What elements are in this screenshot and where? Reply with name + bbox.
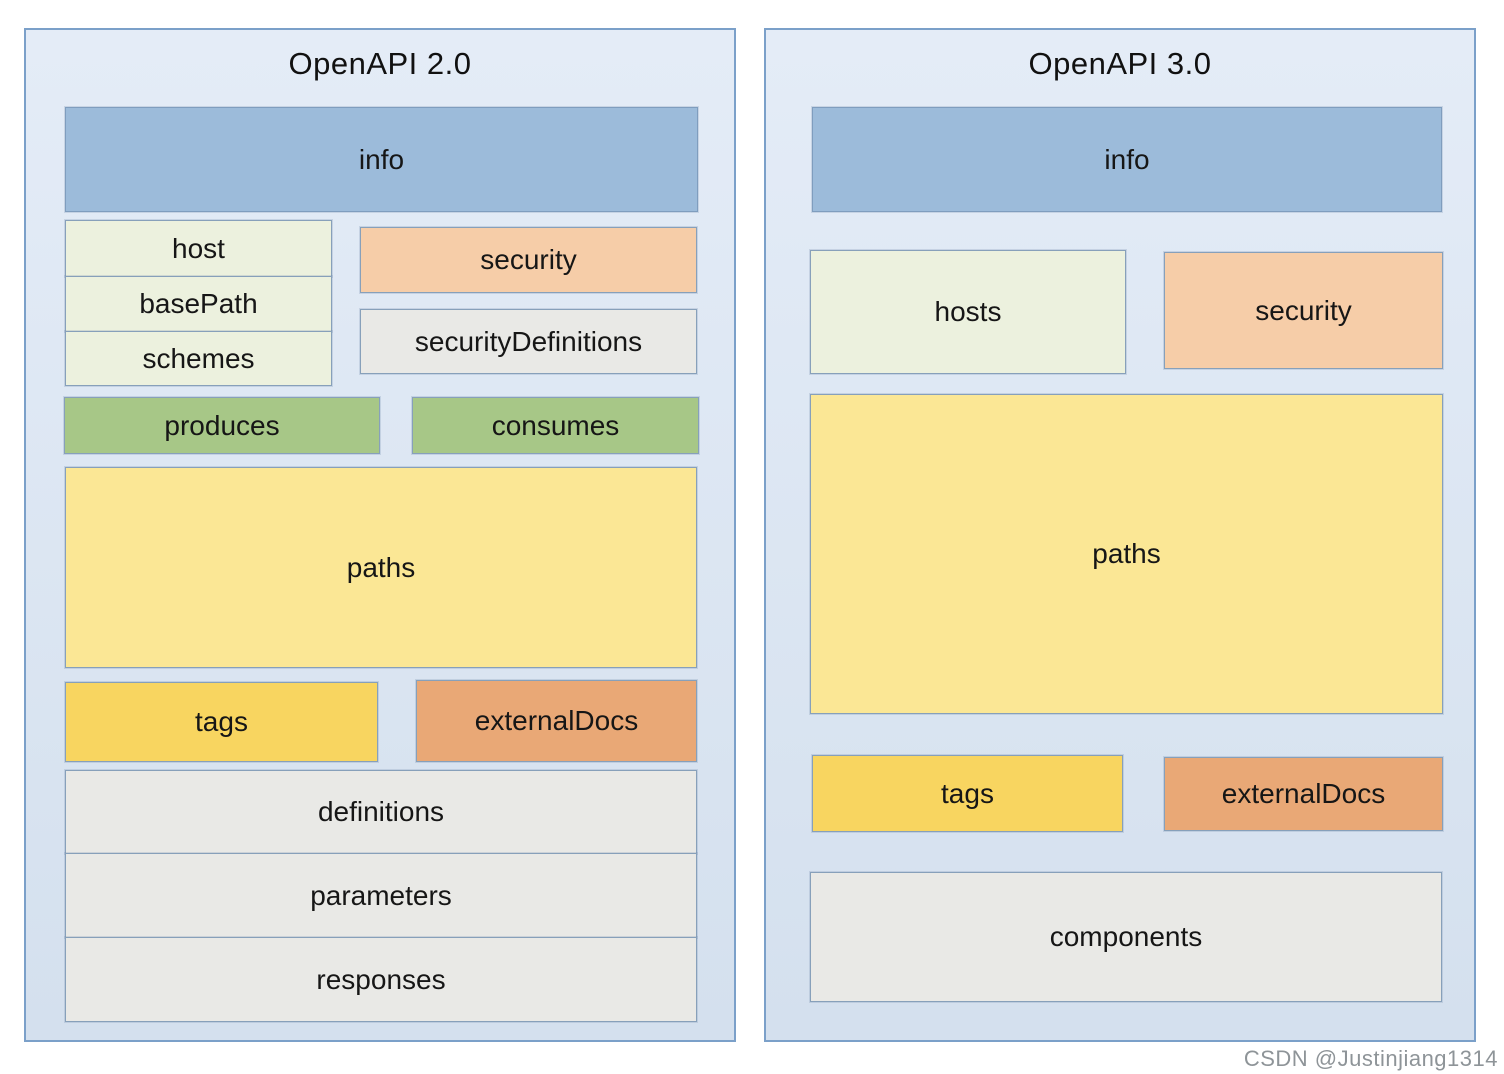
box-consumes: consumes: [412, 397, 699, 454]
box-responses: responses: [65, 937, 697, 1022]
box-security-definitions: securityDefinitions: [360, 309, 697, 374]
watermark: CSDN @Justinjiang1314: [1243, 1046, 1498, 1071]
openapi-3-panel: OpenAPI 3.0 info hosts security paths ta…: [764, 28, 1476, 1042]
box-produces: produces: [64, 397, 380, 454]
box-tags: tags: [65, 682, 378, 762]
box-security: security: [1164, 252, 1443, 369]
box-paths: paths: [65, 467, 697, 668]
box-host: host: [65, 220, 332, 277]
box-info: info: [65, 107, 698, 212]
box-tags: tags: [812, 755, 1123, 832]
box-external-docs: externalDocs: [1164, 757, 1443, 831]
box-definitions: definitions: [65, 770, 697, 854]
panel-title-openapi-3: OpenAPI 3.0: [1028, 46, 1212, 81]
box-hosts: hosts: [810, 250, 1126, 374]
box-components: components: [810, 872, 1442, 1002]
openapi-2-panel: OpenAPI 2.0 info host basePath schemes s…: [24, 28, 736, 1042]
box-security: security: [360, 227, 697, 293]
panel-title-openapi-2: OpenAPI 2.0: [288, 46, 472, 81]
box-parameters: parameters: [65, 853, 697, 938]
box-schemes: schemes: [65, 331, 332, 386]
box-external-docs: externalDocs: [416, 680, 697, 762]
box-paths: paths: [810, 394, 1443, 714]
box-basepath: basePath: [65, 276, 332, 332]
box-info: info: [812, 107, 1442, 212]
